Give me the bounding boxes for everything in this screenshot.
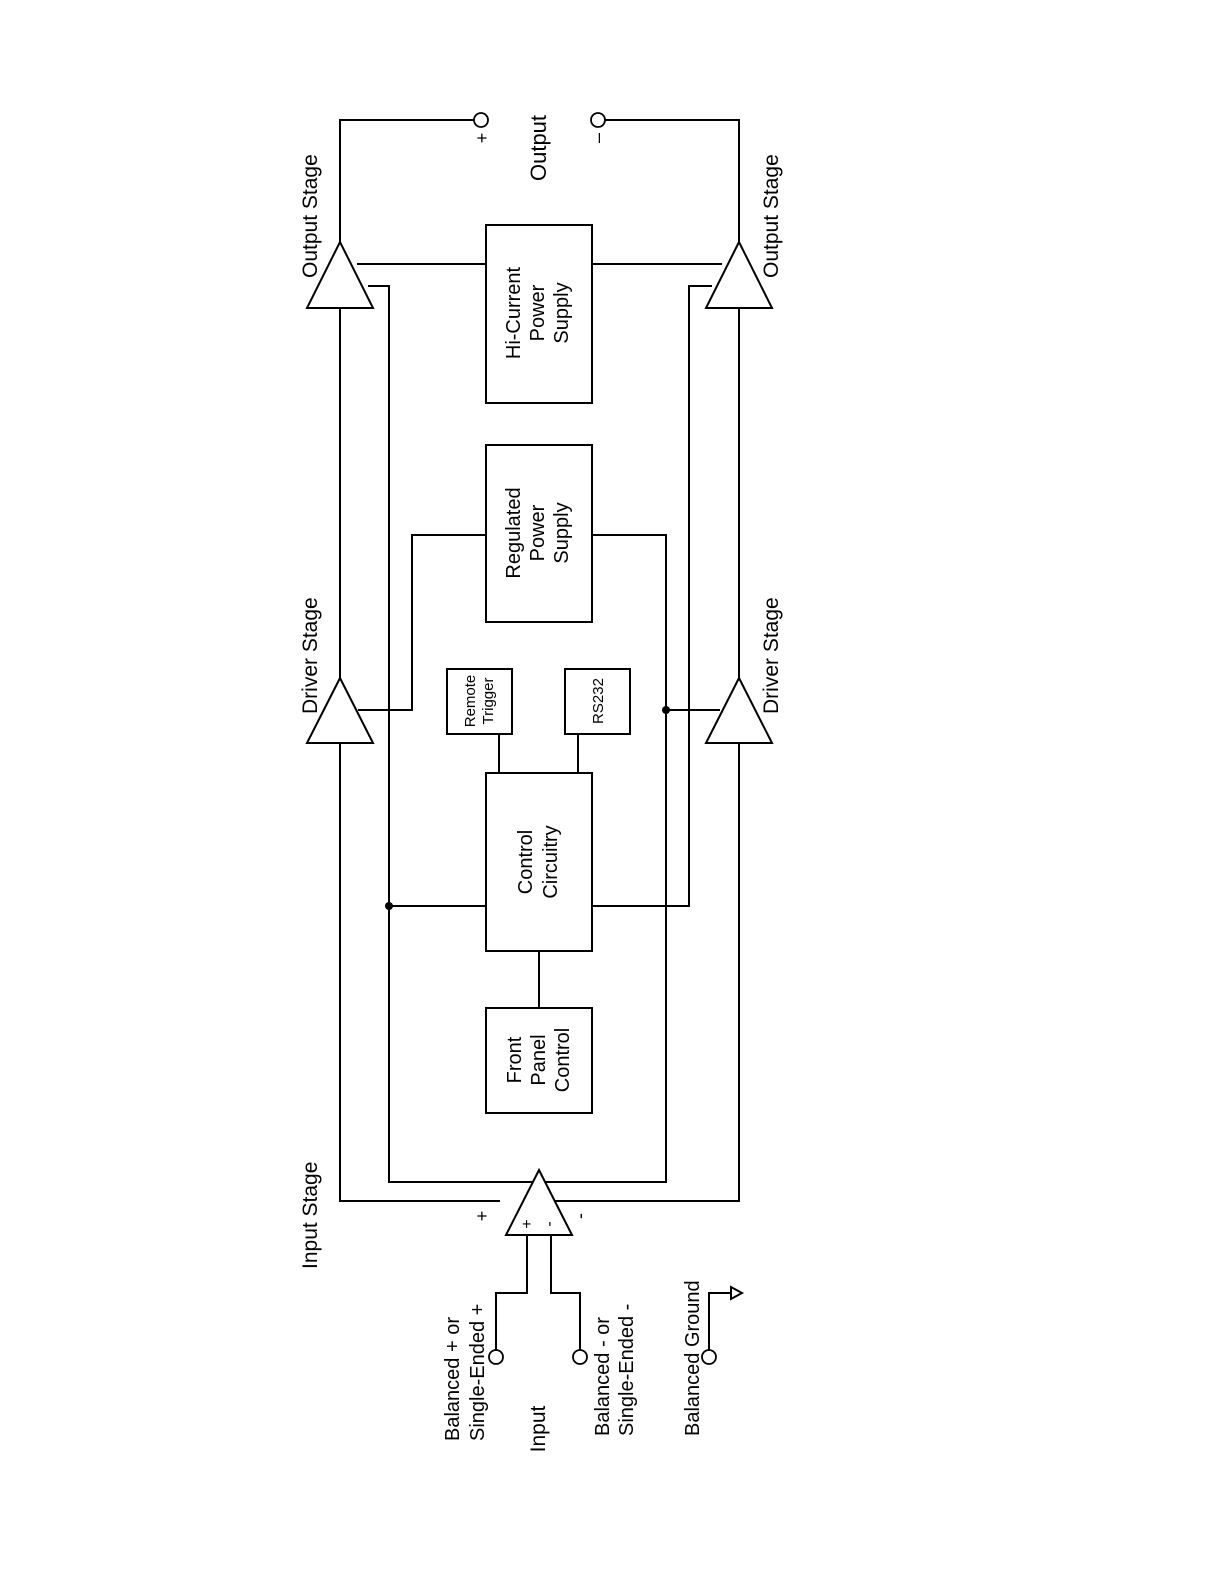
remote-trigger-label: Remote Trigger	[462, 675, 497, 728]
front-panel-control-label: Front Panel Control	[504, 1028, 574, 1092]
input-label: Input	[527, 1405, 550, 1452]
wire-input-plus-to-top-driver	[340, 744, 500, 1201]
svg-text:Trigger: Trigger	[480, 678, 497, 725]
output-plus-sign: +	[472, 133, 492, 144]
balanced-ground-label: Balanced Ground	[682, 1280, 704, 1436]
wire-input-minus-terminal	[551, 1236, 580, 1350]
input-stage-out-plus-sign: +	[472, 1211, 492, 1222]
input-plus-terminal	[489, 1350, 503, 1364]
svg-text:Power: Power	[527, 504, 549, 561]
svg-text:Remote: Remote	[462, 675, 479, 728]
wire-balanced-ground	[709, 1293, 731, 1350]
input-stage-out-minus-sign: -	[570, 1213, 590, 1219]
output-stage-top-label: Output Stage	[299, 154, 322, 278]
svg-text:Balanced + or: Balanced + or	[442, 1317, 464, 1441]
wire-input-plus-terminal	[496, 1236, 527, 1350]
output-stage-bottom-label: Output Stage	[760, 154, 783, 278]
svg-text:Control: Control	[515, 830, 537, 894]
opamp-plus-sign: +	[519, 1219, 536, 1228]
rs232-label: RS232	[590, 678, 607, 724]
output-minus-sign: –	[588, 133, 608, 143]
junction-dot-left	[385, 902, 393, 910]
svg-text:Regulated: Regulated	[503, 487, 525, 578]
svg-text:Control: Control	[552, 1028, 574, 1092]
junction-dot-right	[662, 706, 670, 714]
driver-stage-top-label: Driver Stage	[299, 597, 322, 714]
svg-text:Hi-Current: Hi-Current	[503, 266, 525, 359]
wire-output-minus	[605, 120, 739, 242]
svg-text:Balanced - or: Balanced - or	[592, 1317, 614, 1436]
input-minus-terminal	[573, 1350, 587, 1364]
output-label: Output	[526, 115, 551, 181]
driver-stage-bottom-label: Driver Stage	[760, 597, 783, 714]
output-plus-terminal	[474, 113, 488, 127]
balanced-ground-terminal	[702, 1350, 716, 1364]
svg-text:Supply: Supply	[551, 282, 573, 343]
input-stage-label: Input Stage	[299, 1162, 322, 1269]
svg-text:Panel: Panel	[528, 1034, 550, 1085]
balanced-minus-label: Balanced - or Single-Ended -	[592, 1304, 638, 1436]
wire-control-right	[592, 286, 712, 906]
input-stage-amplifier	[506, 1170, 572, 1235]
control-circuitry-block	[486, 773, 592, 951]
ground-arrow-icon	[731, 1287, 742, 1299]
svg-text:Supply: Supply	[551, 502, 573, 563]
svg-text:Single-Ended -: Single-Ended -	[616, 1304, 638, 1436]
svg-text:Front: Front	[504, 1036, 526, 1083]
balanced-plus-label: Balanced + or Single-Ended +	[442, 1304, 489, 1441]
svg-text:Power: Power	[527, 284, 549, 341]
opamp-minus-sign: -	[541, 1221, 558, 1226]
svg-text:Circuitry: Circuitry	[540, 825, 562, 898]
output-minus-terminal	[591, 113, 605, 127]
wire-output-plus	[340, 120, 474, 242]
svg-text:Single-Ended +: Single-Ended +	[467, 1304, 489, 1441]
